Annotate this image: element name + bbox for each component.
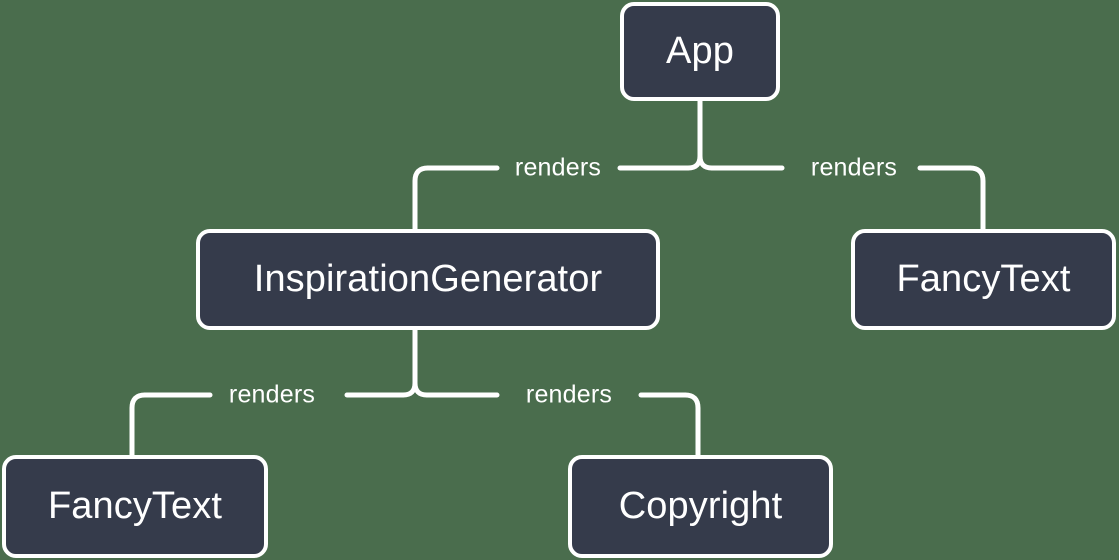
connector-app-junction-right	[697, 153, 715, 171]
node-app[interactable]: App	[620, 2, 780, 101]
node-fancytext-bottom-label: FancyText	[47, 485, 223, 527]
connector-inspiration-to-copyright-elbow	[682, 392, 701, 458]
connector-app-to-fancytext-elbow	[967, 165, 986, 232]
connector-inspiration-junction-left	[400, 380, 418, 398]
node-app-label: App	[666, 30, 734, 72]
node-inspiration-generator[interactable]: InspirationGenerator	[196, 229, 660, 330]
edge-label-app-to-fancytext-right: renders	[810, 153, 898, 182]
edge-label-app-to-inspiration-generator: renders	[514, 153, 602, 182]
node-fancytext-right-label: FancyText	[896, 258, 1071, 300]
connector-inspiration-junction-right	[412, 380, 430, 398]
node-fancytext-right[interactable]: FancyText	[851, 229, 1116, 330]
node-copyright-label: Copyright	[618, 485, 783, 527]
edge-label-inspiration-generator-to-copyright: renders	[525, 380, 613, 409]
connector-app-junction-left	[685, 153, 703, 171]
node-fancytext-bottom[interactable]: FancyText	[2, 455, 268, 558]
node-inspiration-generator-label: InspirationGenerator	[253, 258, 603, 300]
edge-label-inspiration-generator-to-fancytext-bottom: renders	[228, 380, 316, 409]
connector-inspiration-to-fancytext-elbow	[129, 392, 148, 458]
node-copyright[interactable]: Copyright	[568, 455, 833, 558]
connector-app-to-inspiration-elbow	[412, 165, 431, 232]
